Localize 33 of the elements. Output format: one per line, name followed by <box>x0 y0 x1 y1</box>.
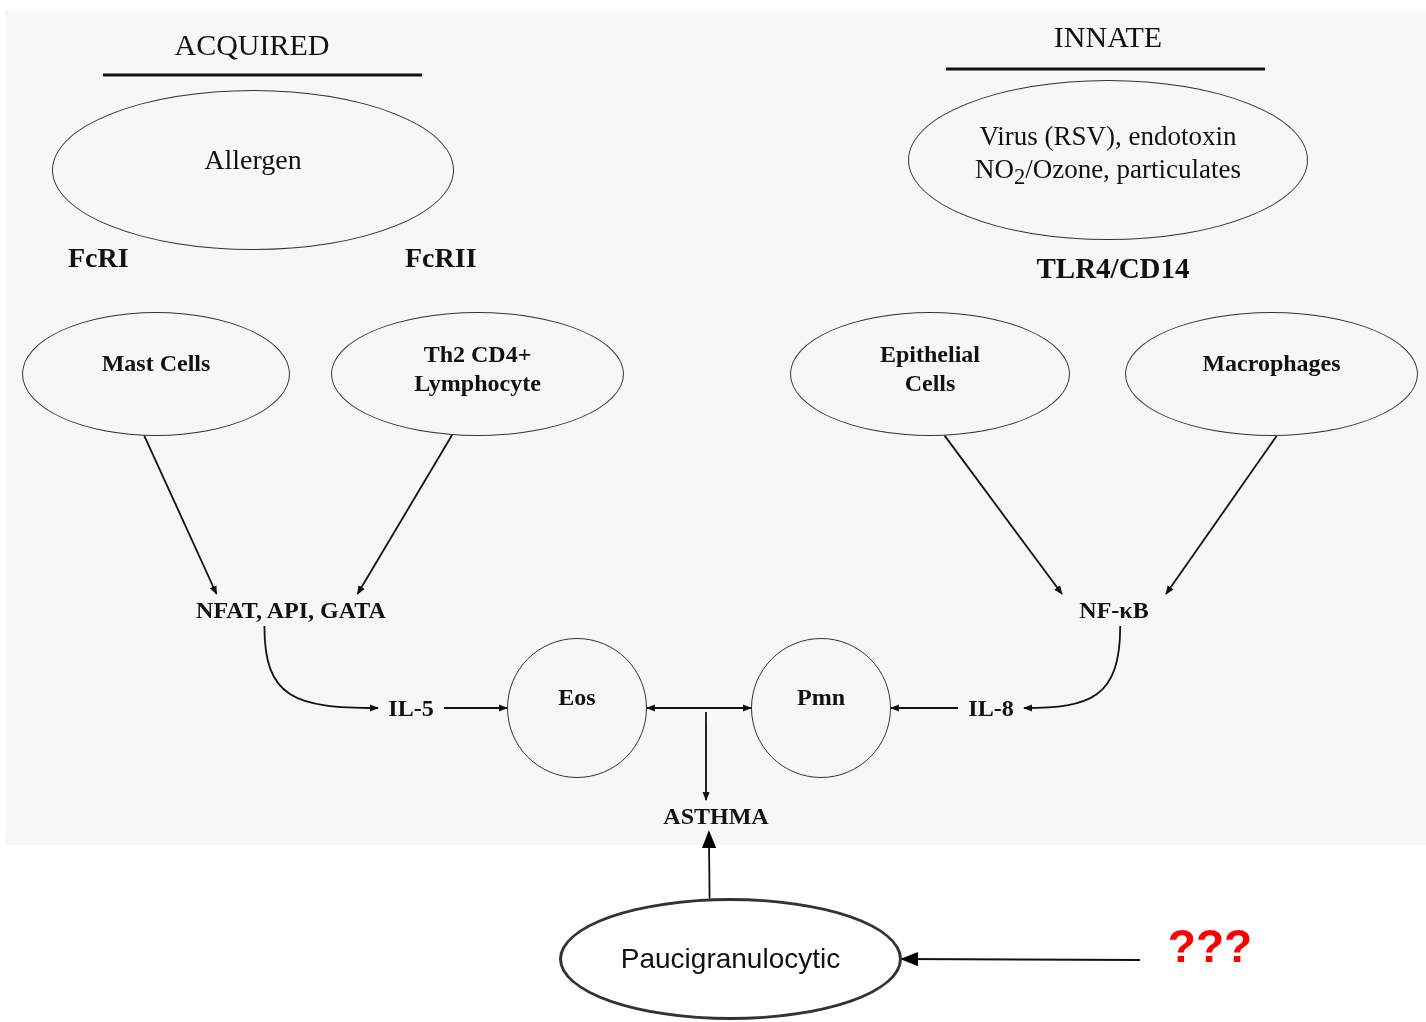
arrow <box>1023 625 1122 712</box>
node-label: Th2 CD4+ Lymphocyte <box>413 340 542 398</box>
cytokine-label: IL-8 <box>968 693 1014 723</box>
section-heading: INNATE <box>1053 20 1163 54</box>
arrow <box>900 951 1141 967</box>
arrow <box>356 434 453 595</box>
transcription-factor-label: NFAT, API, GATA <box>196 595 386 625</box>
receptor-label: TLR4/CD14 <box>1036 252 1190 285</box>
phenotype-ellipse <box>559 898 902 1020</box>
section-heading: ACQUIRED <box>174 28 330 62</box>
arrow <box>943 434 1063 595</box>
receptor-label: FcRII <box>405 242 477 274</box>
arrow <box>443 704 508 712</box>
node-label: Macrophages <box>1202 348 1341 378</box>
unknown-label: ??? <box>1167 919 1253 975</box>
arrow <box>890 704 959 712</box>
arrow <box>1165 435 1278 595</box>
node-label: Allergen <box>204 143 302 177</box>
outcome-label: ASTHMA <box>663 801 769 831</box>
arrow <box>143 434 218 595</box>
node-label: Epithelial Cells <box>879 340 981 398</box>
node-label: Pmn <box>797 682 845 712</box>
node-label: Eos <box>558 682 596 712</box>
arrow <box>702 711 710 801</box>
receptor-label: FcRI <box>68 242 129 274</box>
arrow <box>701 830 717 900</box>
arrow <box>646 704 752 712</box>
cytokine-label: IL-5 <box>388 693 434 723</box>
transcription-factor-label: NF-κB <box>1079 595 1149 625</box>
node-label: Virus (RSV), endotoxin NO$_{2}$/Ozone, particulates <box>973 120 1243 190</box>
node-label: Mast Cells <box>101 348 211 378</box>
arrow <box>263 625 379 712</box>
node-label: Paucigranulocytic <box>620 942 841 976</box>
